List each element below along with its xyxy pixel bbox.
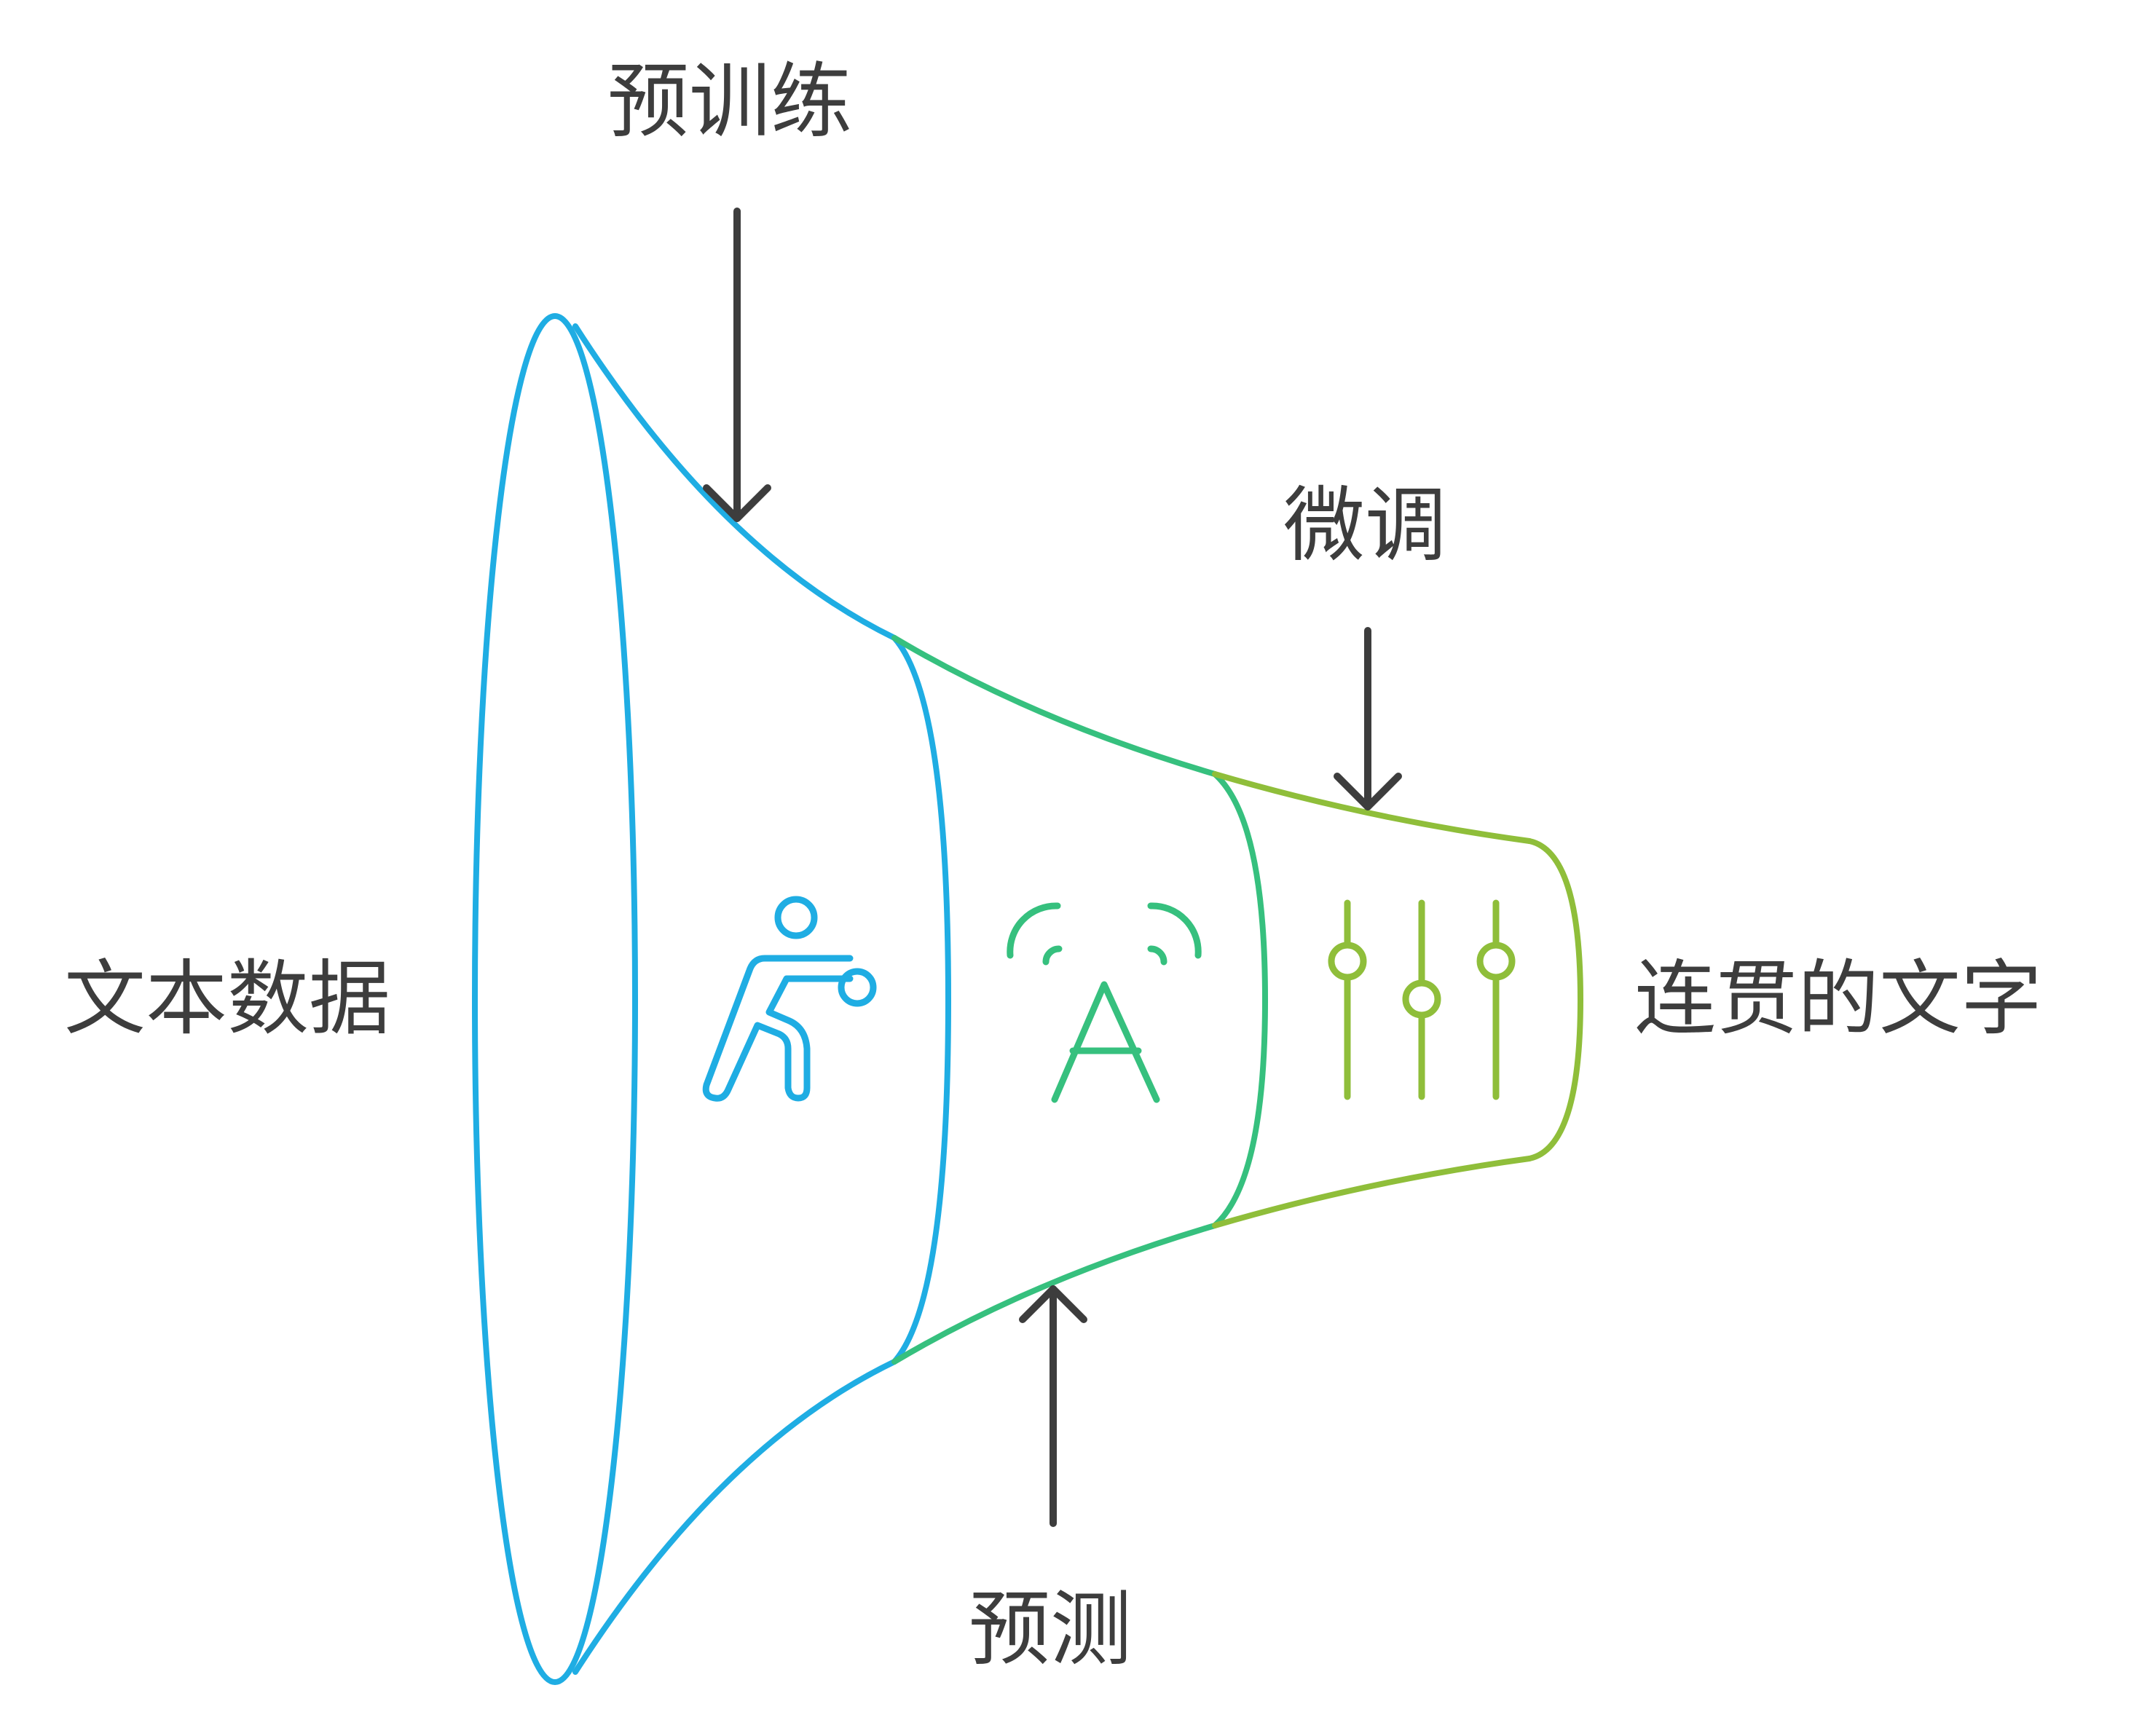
funnel-bottom-edge-blue	[572, 1359, 897, 1675]
funnel-section-finetuning	[1212, 771, 1583, 1228]
finetuning-arrow	[1334, 627, 1402, 810]
funnel-bottom-edge-lime	[1212, 1156, 1532, 1228]
pretraining-label: 预训练	[607, 55, 852, 149]
funnel-top-edge-green	[891, 635, 1218, 777]
letter-signal-icon	[1007, 902, 1202, 1103]
input-label: 文本数据	[64, 952, 390, 1046]
finetuning-label: 微调	[1283, 478, 1446, 573]
funnel-section-prediction	[891, 635, 1268, 1365]
funnel-top-edge-lime	[1212, 771, 1532, 844]
funnel-section-pretraining	[472, 313, 951, 1685]
sliders-icon	[1328, 899, 1516, 1100]
funnel-divider-blue	[891, 635, 951, 1365]
funnel-bottom-edge-green	[891, 1223, 1218, 1365]
funnel-top-edge-blue	[572, 323, 897, 641]
funnel-divider-green	[1212, 771, 1268, 1228]
output-label: 连贯的文字	[1634, 952, 2042, 1046]
prediction-label: 预测	[969, 1582, 1132, 1677]
funnel-mouth-ellipse	[472, 313, 638, 1685]
pretraining-arrow	[703, 208, 771, 522]
funnel-end-cap	[1527, 838, 1583, 1161]
prediction-arrow	[1019, 1285, 1087, 1527]
person-training-icon	[702, 896, 877, 1102]
